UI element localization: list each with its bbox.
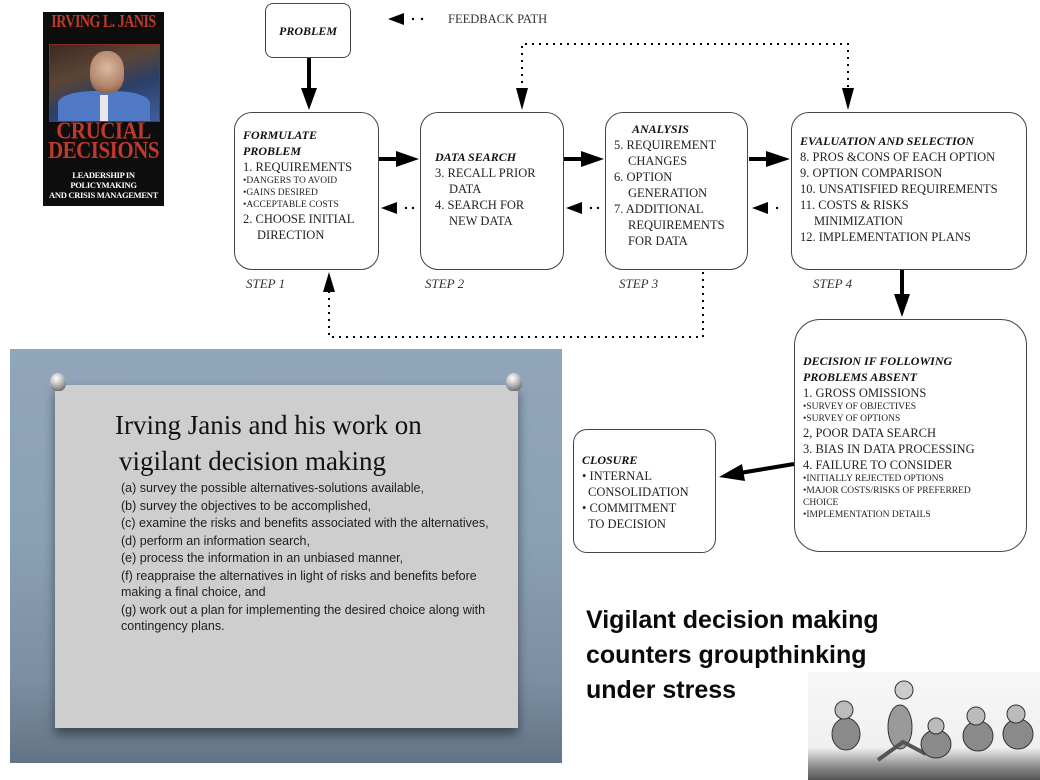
step2-label: STEP 2 <box>425 276 465 291</box>
feedback-path-legend: FEEDBACK PATH <box>448 12 548 26</box>
slide-item: (f) reappraise the alternatives in light… <box>121 568 477 600</box>
feedback-step2-to-step1 <box>381 202 415 214</box>
groupthink-cartoon-image <box>808 672 1040 780</box>
slide-item: (a) survey the possible alternatives-sol… <box>121 481 424 495</box>
arrow-step2-to-step3 <box>564 151 604 167</box>
slide-item-list: (a) survey the possible alternatives-sol… <box>121 480 511 636</box>
slide-item: (e) process the information in an unbias… <box>121 551 404 565</box>
running-creatures-illustration <box>831 680 1034 762</box>
step4-label: STEP 4 <box>813 276 853 291</box>
arrow-step4-to-decision <box>894 270 910 317</box>
problem-node: PROBLEM <box>265 3 351 58</box>
slide-item: (d) perform an information search, <box>121 533 310 548</box>
slide-title: Irving Janis and his work on vigilant de… <box>115 410 422 476</box>
slide-image: Irving Janis and his work on vigilant de… <box>10 349 562 763</box>
feedback-loop-bottom <box>323 272 704 338</box>
feedback-step3-to-step2 <box>566 202 600 214</box>
slide-item: (c) examine the risks and benefits assoc… <box>121 516 489 530</box>
pin-right-icon <box>506 373 522 391</box>
step3-label: STEP 3 <box>619 276 659 291</box>
arrow-step1-to-step2 <box>379 151 419 167</box>
feedback-step4-to-step3 <box>752 202 779 214</box>
slide-item: (g) work out a plan for implementing the… <box>121 602 486 634</box>
legend-feedback-arrow-icon <box>388 13 424 25</box>
arrow-decision-to-closure <box>719 462 795 481</box>
closure-node: CLOSURE • INTERNAL CONSOLIDATION • COMMI… <box>573 429 716 553</box>
step1-label: STEP 1 <box>246 276 286 291</box>
author-portrait <box>49 44 160 122</box>
step4-evaluation-selection-node: EVALUATION AND SELECTION 8. PROS &CONS O… <box>791 112 1027 270</box>
decision-node: DECISION IF FOLLOWING PROBLEMS ABSENT 1.… <box>794 319 1027 552</box>
pinned-paper: Irving Janis and his work on vigilant de… <box>55 385 518 728</box>
feedback-loop-top <box>516 43 854 110</box>
arrow-step3-to-step4 <box>749 151 790 167</box>
book-title: CRUCIAL DECISIONS <box>47 116 160 164</box>
pin-left-icon <box>50 373 66 391</box>
step2-data-search-node: DATA SEARCH 3. RECALL PRIOR DATA 4. SEAR… <box>420 112 564 270</box>
book-subtitle: LEADERSHIP IN POLICYMAKING AND CRISIS MA… <box>49 170 158 200</box>
slide-item: (b) survey the objectives to be accompli… <box>121 498 372 513</box>
book-cover-image: IRVING L. JANIS CRUCIAL DECISIONS LEADER… <box>43 12 164 206</box>
step3-analysis-node: ANALYSIS 5. REQUIREMENT CHANGES 6. OPTIO… <box>605 112 748 270</box>
caption-text: Vigilant decision making counters groupt… <box>586 606 879 704</box>
step1-formulate-problem-node: FORMULATE PROBLEM 1. REQUIREMENTS •DANGE… <box>234 112 379 270</box>
arrow-problem-to-step1 <box>301 58 317 110</box>
book-author: IRVING L. JANIS <box>51 12 156 33</box>
